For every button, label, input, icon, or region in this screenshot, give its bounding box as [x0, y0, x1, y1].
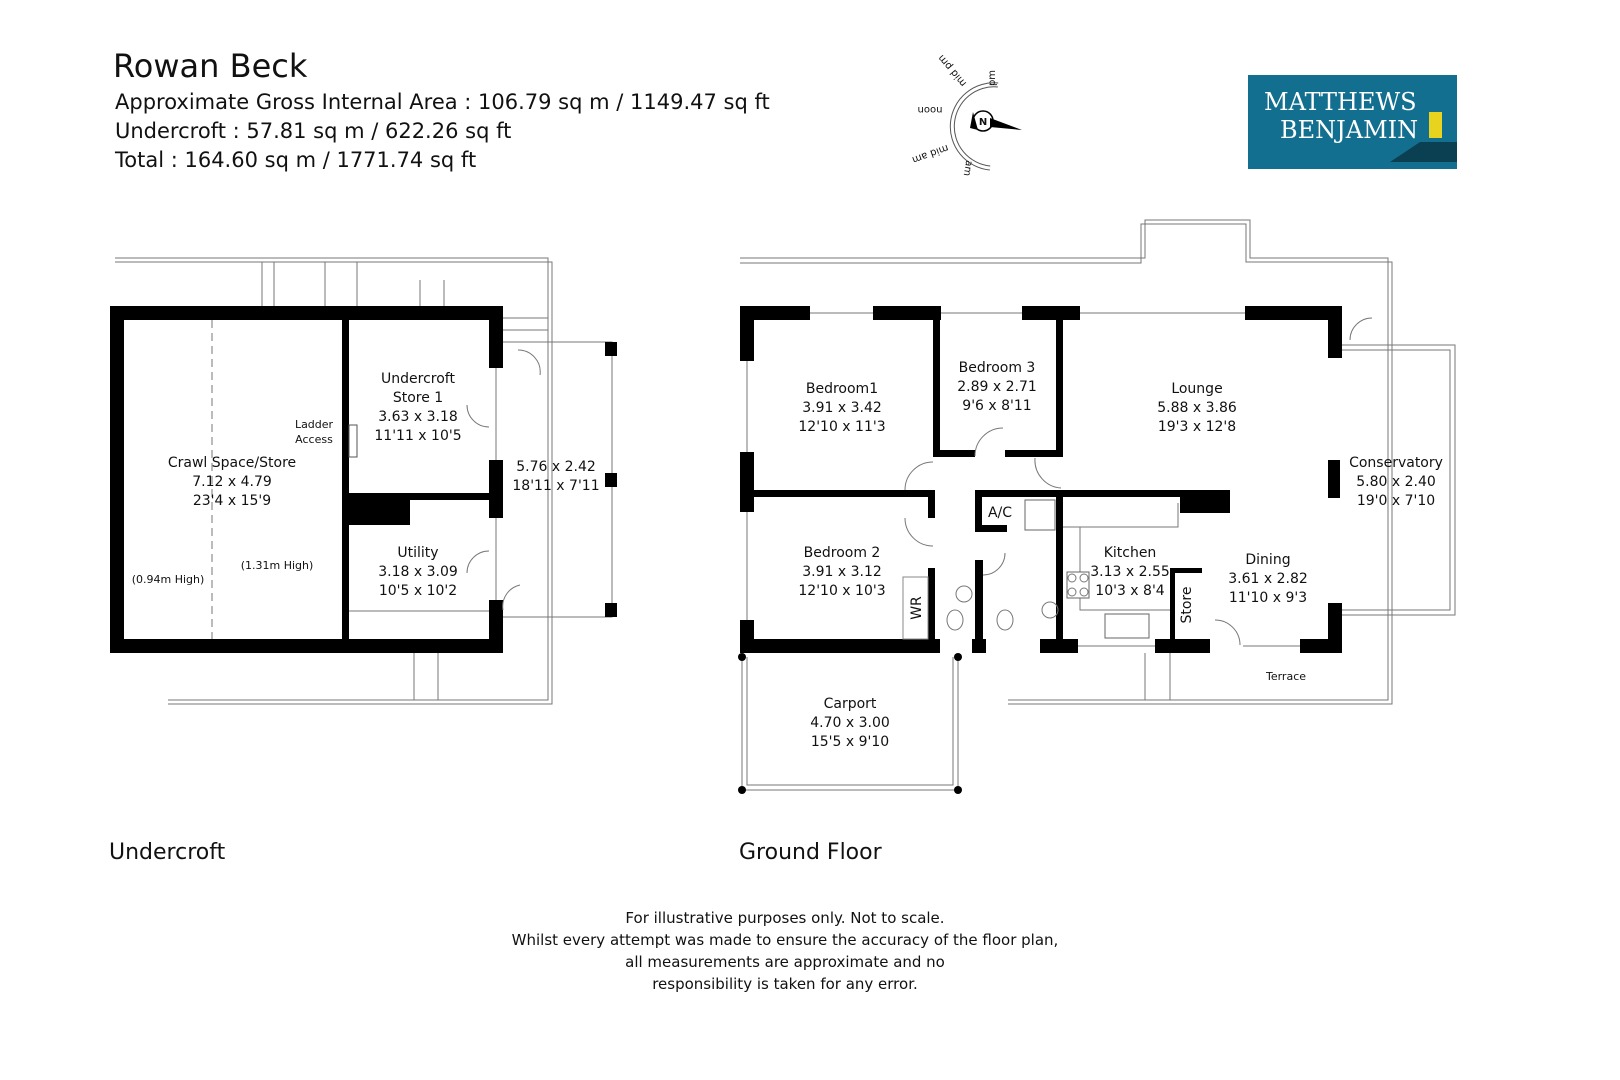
svg-text:10'3 x 8'4: 10'3 x 8'4 [1095, 583, 1165, 599]
compass-am: am [961, 159, 975, 177]
svg-text:23'4 x 15'9: 23'4 x 15'9 [193, 493, 271, 509]
svg-text:5.88 x 3.86: 5.88 x 3.86 [1157, 400, 1237, 416]
room-passage-metric: 5.76 x 2.42 [516, 459, 596, 475]
room-lounge-name: Lounge [1171, 381, 1222, 397]
svg-text:7.12 x 4.79: 7.12 x 4.79 [192, 474, 272, 490]
ladder-access-label: Ladder [295, 418, 334, 431]
disclaimer-line: Whilst every attempt was made to ensure … [512, 931, 1059, 949]
room-carport-name: Carport [824, 696, 877, 712]
room-conservatory-name: Conservatory [1349, 455, 1443, 471]
svg-text:2.89 x 2.71: 2.89 x 2.71 [957, 379, 1037, 395]
svg-text:10'5 x 10'2: 10'5 x 10'2 [379, 583, 457, 599]
svg-text:19'0 x 7'10: 19'0 x 7'10 [1357, 493, 1435, 509]
room-bedroom1-name: Bedroom1 [806, 381, 878, 397]
svg-text:15'5 x 9'10: 15'5 x 9'10 [811, 734, 889, 750]
wr-label: WR [909, 596, 925, 620]
airing-cupboard-label: A/C [988, 505, 1012, 521]
svg-text:3.18 x 3.09: 3.18 x 3.09 [378, 564, 458, 580]
svg-text:11'11 x 10'5: 11'11 x 10'5 [374, 428, 461, 444]
north-label: N [979, 117, 987, 128]
compass-noon: noon [918, 104, 943, 115]
crawl-low-height-note: (0.94m High) [132, 573, 205, 586]
disclaimer-line: For illustrative purposes only. Not to s… [625, 909, 944, 927]
svg-text:3.61 x 2.82: 3.61 x 2.82 [1228, 571, 1308, 587]
undercroft-label: Undercroft [109, 840, 226, 865]
svg-text:4.70 x 3.00: 4.70 x 3.00 [810, 715, 890, 731]
room-bedroom3-name: Bedroom 3 [959, 360, 1036, 376]
svg-text:3.91 x 3.12: 3.91 x 3.12 [802, 564, 882, 580]
ground-floor-plan [738, 219, 1456, 794]
room-utility-name: Utility [397, 545, 438, 561]
svg-text:Store 1: Store 1 [393, 390, 443, 406]
svg-text:MATTHEWS: MATTHEWS [1264, 88, 1417, 116]
room-dining-name: Dining [1245, 552, 1290, 568]
svg-text:18'11 x 7'11: 18'11 x 7'11 [512, 478, 599, 494]
svg-text:12'10 x 10'3: 12'10 x 10'3 [798, 583, 885, 599]
room-bedroom2-name: Bedroom 2 [804, 545, 881, 561]
disclaimer-line: all measurements are approximate and no [625, 953, 945, 971]
compass-pm: pm [987, 70, 998, 86]
svg-text:3.63 x 3.18: 3.63 x 3.18 [378, 409, 458, 425]
terrace-label: Terrace [1265, 670, 1306, 683]
svg-text:12'10 x 11'3: 12'10 x 11'3 [798, 419, 885, 435]
svg-text:BENJAMIN: BENJAMIN [1280, 116, 1418, 144]
svg-text:Access: Access [295, 433, 333, 446]
compass-sun-path-icon: N noon mid pm pm mid am am [910, 52, 1022, 177]
compass-mid-am: mid am [910, 142, 949, 165]
crawl-high-height-note: (1.31m High) [241, 559, 314, 572]
room-crawl-space-name: Crawl Space/Store [168, 455, 296, 471]
room-store1-name: Undercroft [381, 371, 455, 387]
compass-mid-pm: mid pm [936, 52, 969, 88]
ground-floor-label: Ground Floor [739, 840, 883, 865]
svg-text:11'10 x 9'3: 11'10 x 9'3 [1229, 590, 1307, 606]
svg-text:5.80 x 2.40: 5.80 x 2.40 [1356, 474, 1436, 490]
total-area: Total : 164.60 sq m / 1771.74 sq ft [114, 148, 476, 172]
gross-internal-area: Approximate Gross Internal Area : 106.79… [115, 90, 770, 114]
property-title: Rowan Beck [113, 47, 308, 85]
undercroft-area: Undercroft : 57.81 sq m / 622.26 sq ft [115, 119, 511, 143]
disclaimer-line: responsibility is taken for any error. [652, 975, 918, 993]
svg-text:3.13 x 2.55: 3.13 x 2.55 [1090, 564, 1170, 580]
svg-text:19'3 x 12'8: 19'3 x 12'8 [1158, 419, 1236, 435]
matthews-benjamin-logo: MATTHEWS BENJAMIN [1248, 75, 1457, 169]
svg-text:3.91 x 3.42: 3.91 x 3.42 [802, 400, 882, 416]
store-label: Store [1179, 586, 1195, 623]
svg-text:9'6 x 8'11: 9'6 x 8'11 [962, 398, 1031, 414]
room-kitchen-name: Kitchen [1104, 545, 1157, 561]
undercroft-plan [110, 257, 617, 705]
